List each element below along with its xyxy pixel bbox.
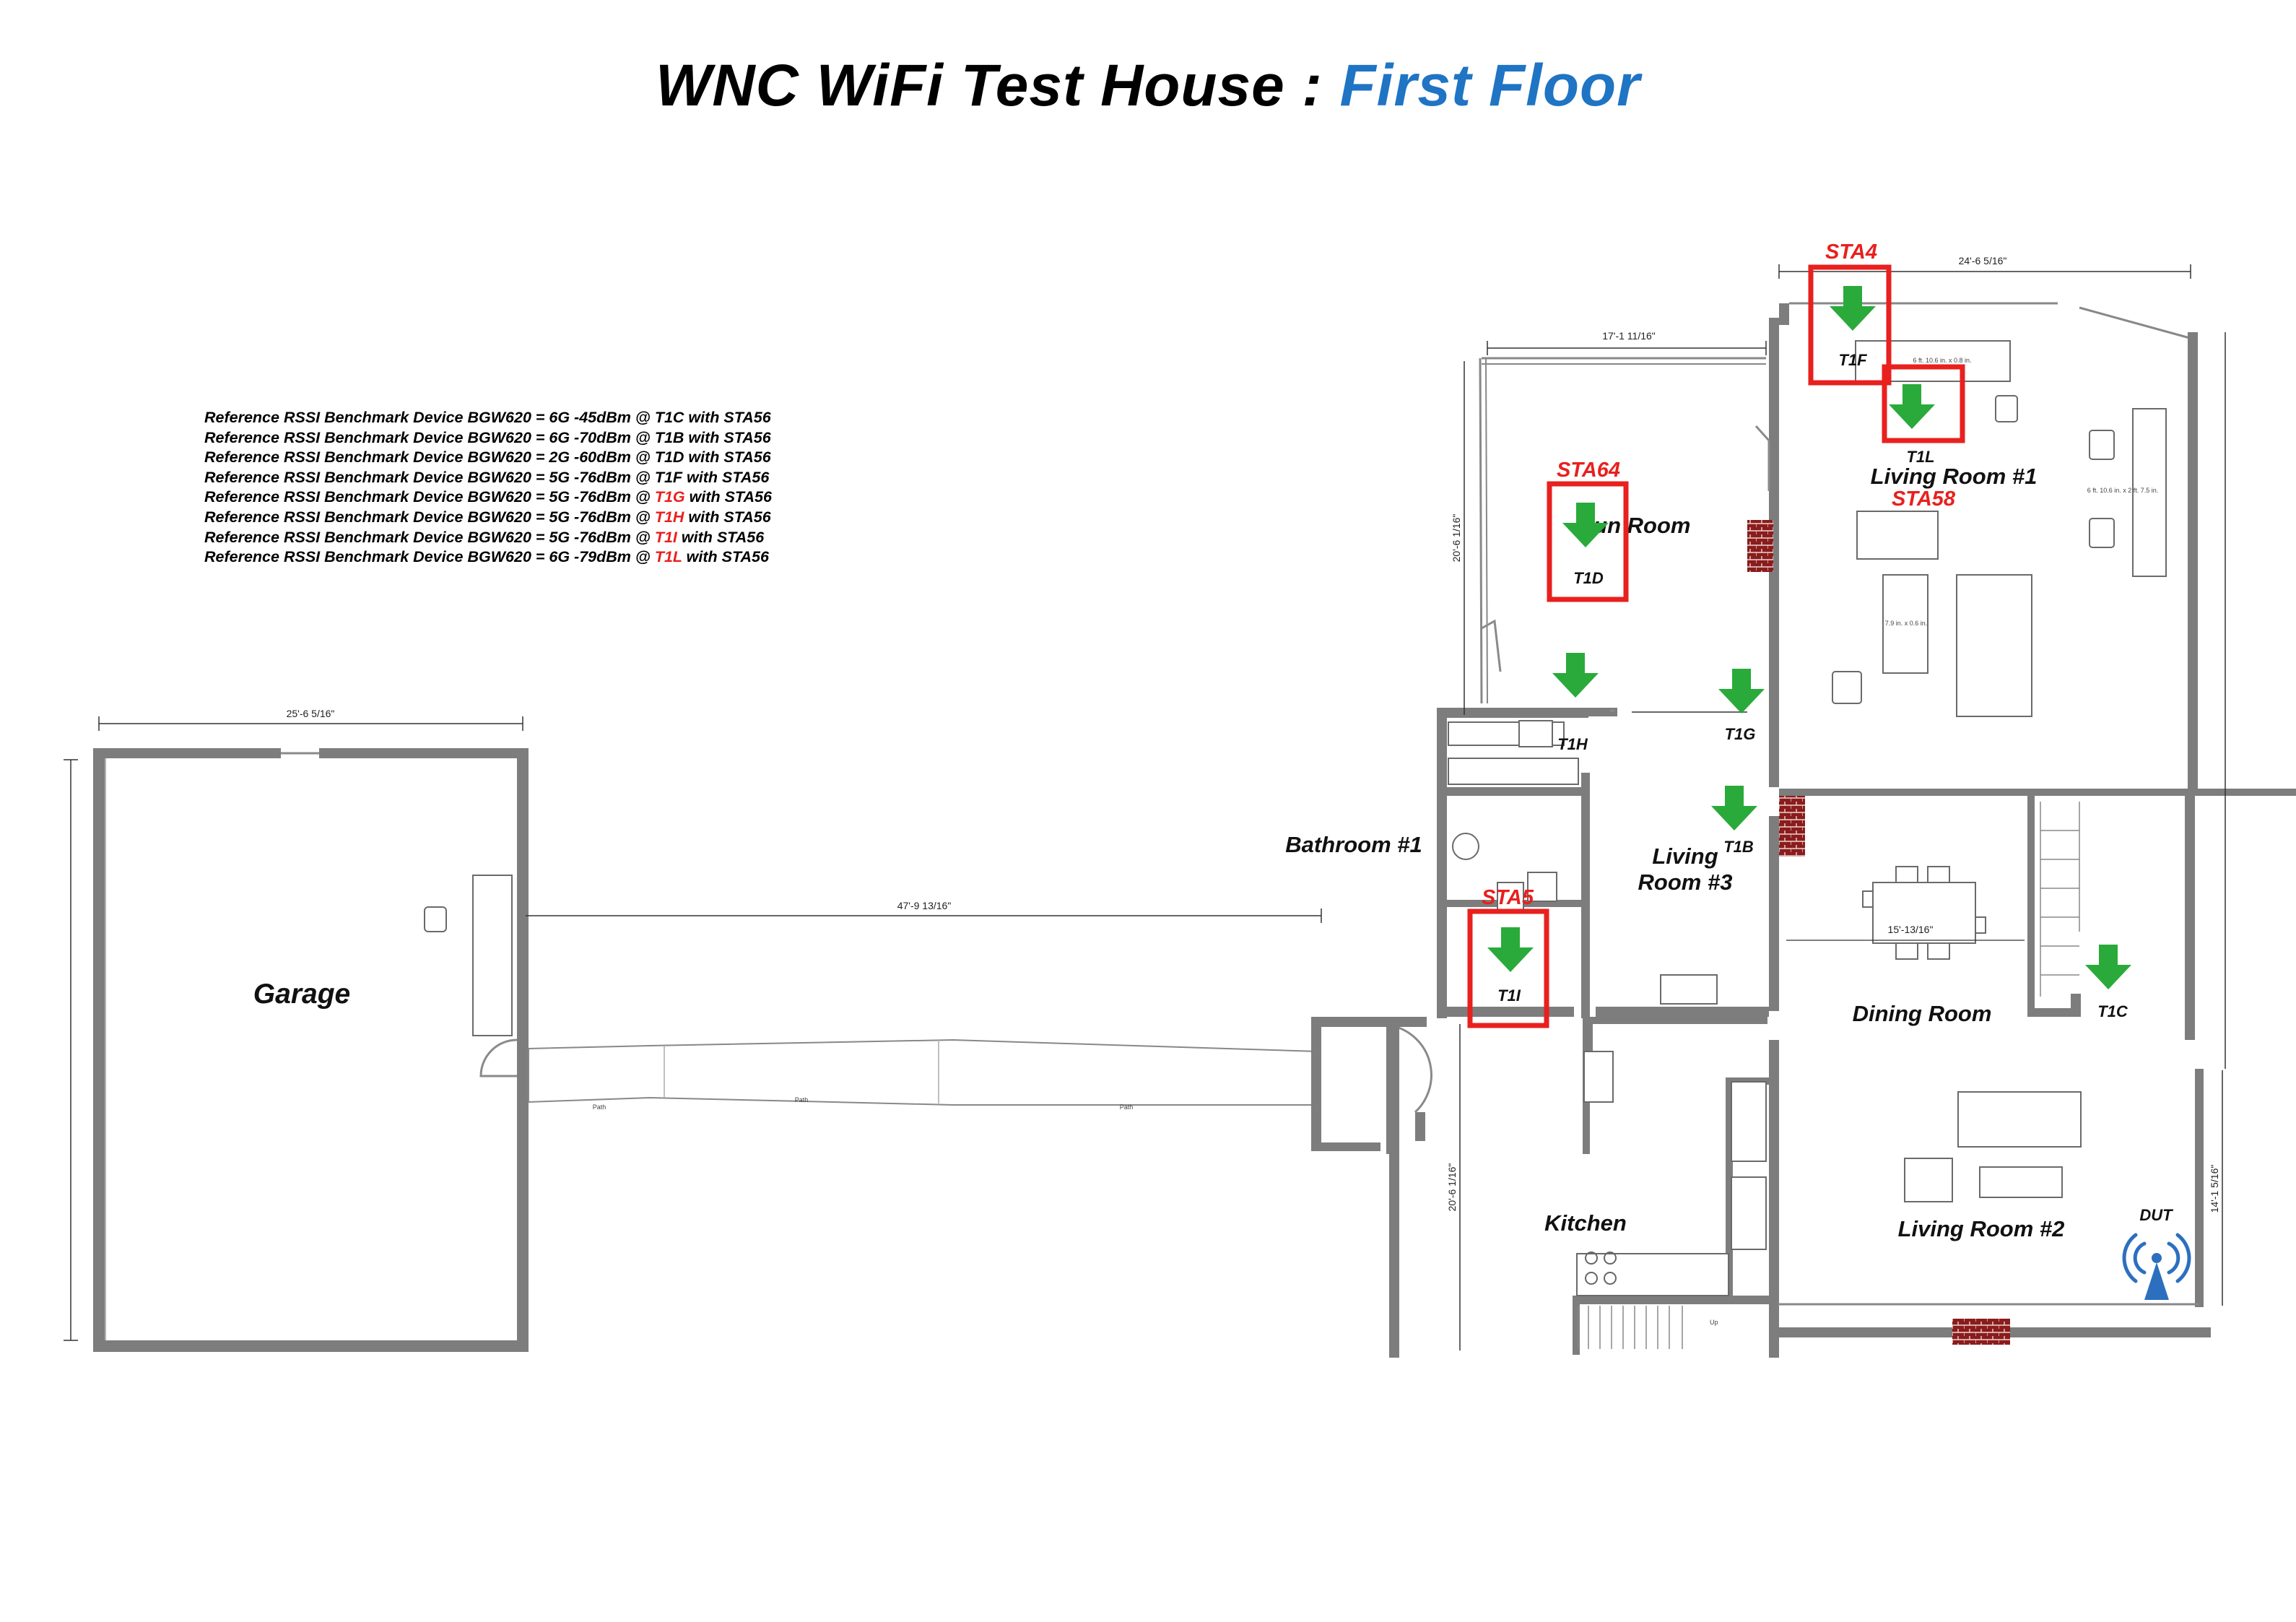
dimension-lines: 17'-1 11/16" 20'-6 1/16" 24'-6 5/16" 20'… — [1446, 255, 2226, 1350]
label-sta58: STA58 — [1892, 487, 1956, 511]
sta4-box — [1808, 264, 1892, 386]
station-boxes — [1467, 264, 1965, 1028]
living2-depth-label: 14'-1 5/16" — [2209, 1165, 2220, 1213]
arrow-t1g — [1718, 669, 1765, 714]
garage — [93, 748, 529, 1352]
walkway: 47'-9 13/16" Path Path Path — [526, 900, 1322, 1111]
legend-line-text: Reference RSSI Benchmark Device BGW620 =… — [204, 468, 655, 486]
station-labels: STA4 STA64 STA58 STA5 — [1482, 240, 1956, 909]
legend-test-point: T1C — [654, 409, 684, 426]
legend-line-suffix: with STA56 — [677, 528, 765, 546]
legend-line-suffix: with STA56 — [684, 488, 772, 506]
legend-line-text: Reference RSSI Benchmark Device BGW620 =… — [204, 428, 655, 446]
label-t1i: T1I — [1497, 986, 1521, 1005]
kitchen-depth-label: 20'-6 1/16" — [1446, 1163, 1458, 1212]
label-t1l: T1L — [1906, 448, 1934, 466]
title-main: WNC WiFi Test House : — [656, 53, 1340, 118]
dut-label: DUT — [2139, 1206, 2173, 1224]
legend-line-suffix: with STA56 — [682, 548, 769, 566]
room-label-kitchen: Kitchen — [1544, 1210, 1627, 1236]
legend-line: Reference RSSI Benchmark Device BGW620 =… — [204, 487, 772, 508]
rug-label-c: 6 ft. 10.6 in. x 0.8 in. — [1913, 357, 1971, 364]
dining-table-dimension: 15'-13/16" — [1888, 924, 1934, 935]
stair-up-label: Up — [1710, 1319, 1718, 1326]
path-length-label: 47'-9 13/16" — [897, 900, 952, 911]
sun-room-width-label: 17'-1 11/16" — [1602, 330, 1656, 342]
room-label-living-room-3-line1: Living — [1652, 843, 1718, 869]
test-point-labels: T1F T1L T1D T1H T1G T1B T1I T1C — [1497, 351, 2128, 1020]
sta5-box — [1467, 908, 1549, 1028]
house-walls: Up 6 ft. 10.6 in. x 0.8 in. 6 ft. 10.6 i… — [1311, 302, 2296, 1358]
legend-line-suffix: with STA56 — [684, 508, 771, 526]
legend-line: Reference RSSI Benchmark Device BGW620 =… — [204, 468, 772, 488]
legend-line-suffix: with STA56 — [684, 448, 771, 467]
legend-line: Reference RSSI Benchmark Device BGW620 =… — [204, 428, 772, 448]
rug-label-b: 7.9 in. x 0.6 in. — [1885, 620, 1928, 627]
label-t1h: T1H — [1557, 735, 1588, 753]
label-t1g: T1G — [1725, 725, 1756, 743]
legend-test-point: T1B — [654, 428, 684, 446]
arrow-t1l — [1889, 384, 1935, 429]
label-t1c: T1C — [2097, 1002, 2128, 1020]
dut-marker: DUT — [2122, 1206, 2191, 1300]
sun-room-depth-label: 20'-6 1/16" — [1451, 514, 1462, 563]
legend-line-text: Reference RSSI Benchmark Device BGW620 =… — [204, 548, 655, 566]
arrow-t1f — [1830, 286, 1876, 331]
garage-width-label: 25'-6 5/16" — [287, 708, 335, 719]
arrow-t1c — [2085, 945, 2131, 989]
path-label-2: Path — [795, 1096, 809, 1103]
legend-line-text: Reference RSSI Benchmark Device BGW620 =… — [204, 409, 655, 426]
garage-dimension: 25'-6 5/16" — [64, 708, 523, 1341]
room-label-living-room-3-line2: Room #3 — [1638, 869, 1733, 895]
legend-test-point: T1G — [654, 488, 685, 506]
legend-line-text: Reference RSSI Benchmark Device BGW620 =… — [204, 448, 655, 467]
sta64-box — [1547, 481, 1629, 602]
page-title: WNC WiFi Test House : First Floor — [0, 52, 2296, 120]
title-accent: First Floor — [1339, 53, 1640, 118]
room-label-garage: Garage — [253, 979, 350, 1010]
rssi-legend: Reference RSSI Benchmark Device BGW620 =… — [204, 408, 772, 568]
arrow-t1i — [1487, 927, 1534, 972]
legend-line-suffix: with STA56 — [682, 468, 770, 486]
legend-line: Reference RSSI Benchmark Device BGW620 =… — [204, 508, 772, 528]
path-label-3: Path — [1120, 1103, 1134, 1111]
legend-line-text: Reference RSSI Benchmark Device BGW620 =… — [204, 488, 655, 506]
label-t1f: T1F — [1838, 351, 1867, 369]
room-label-dining-room: Dining Room — [1853, 1001, 1992, 1026]
living1-width-label: 24'-6 5/16" — [1959, 255, 2007, 266]
legend-test-point: T1D — [654, 448, 684, 467]
rug-label-a1: 6 ft. 10.6 in. x 2 ft. 7.5 in. — [2087, 487, 2159, 494]
legend-line: Reference RSSI Benchmark Device BGW620 =… — [204, 448, 772, 468]
legend-test-point: T1L — [654, 548, 682, 566]
legend-line-text: Reference RSSI Benchmark Device BGW620 =… — [204, 528, 655, 546]
legend-line-suffix: with STA56 — [684, 409, 771, 426]
legend-line: Reference RSSI Benchmark Device BGW620 =… — [204, 547, 772, 568]
arrow-t1h — [1552, 653, 1599, 698]
legend-line: Reference RSSI Benchmark Device BGW620 =… — [204, 528, 772, 548]
label-t1b: T1B — [1723, 838, 1754, 856]
legend-test-point: T1F — [654, 468, 683, 486]
label-sta5: STA5 — [1482, 886, 1534, 909]
wifi-antenna-icon — [2122, 1233, 2191, 1283]
arrow-t1b — [1711, 786, 1757, 830]
room-label-bathroom-1: Bathroom #1 — [1285, 832, 1422, 857]
legend-line-text: Reference RSSI Benchmark Device BGW620 =… — [204, 508, 655, 526]
label-sta4: STA4 — [1825, 240, 1877, 264]
legend-line: Reference RSSI Benchmark Device BGW620 =… — [204, 408, 772, 428]
label-t1d: T1D — [1573, 569, 1604, 587]
path-label-1: Path — [593, 1103, 606, 1111]
legend-test-point: T1H — [654, 508, 684, 526]
label-sta64: STA64 — [1557, 459, 1620, 482]
arrow-t1d — [1562, 503, 1609, 547]
legend-line-suffix: with STA56 — [684, 428, 771, 446]
legend-test-point: T1I — [654, 528, 677, 546]
room-label-living-room-2: Living Room #2 — [1898, 1216, 2065, 1241]
room-label-living-room-1: Living Room #1 — [1871, 464, 2038, 489]
sta58-box — [1882, 364, 1965, 443]
